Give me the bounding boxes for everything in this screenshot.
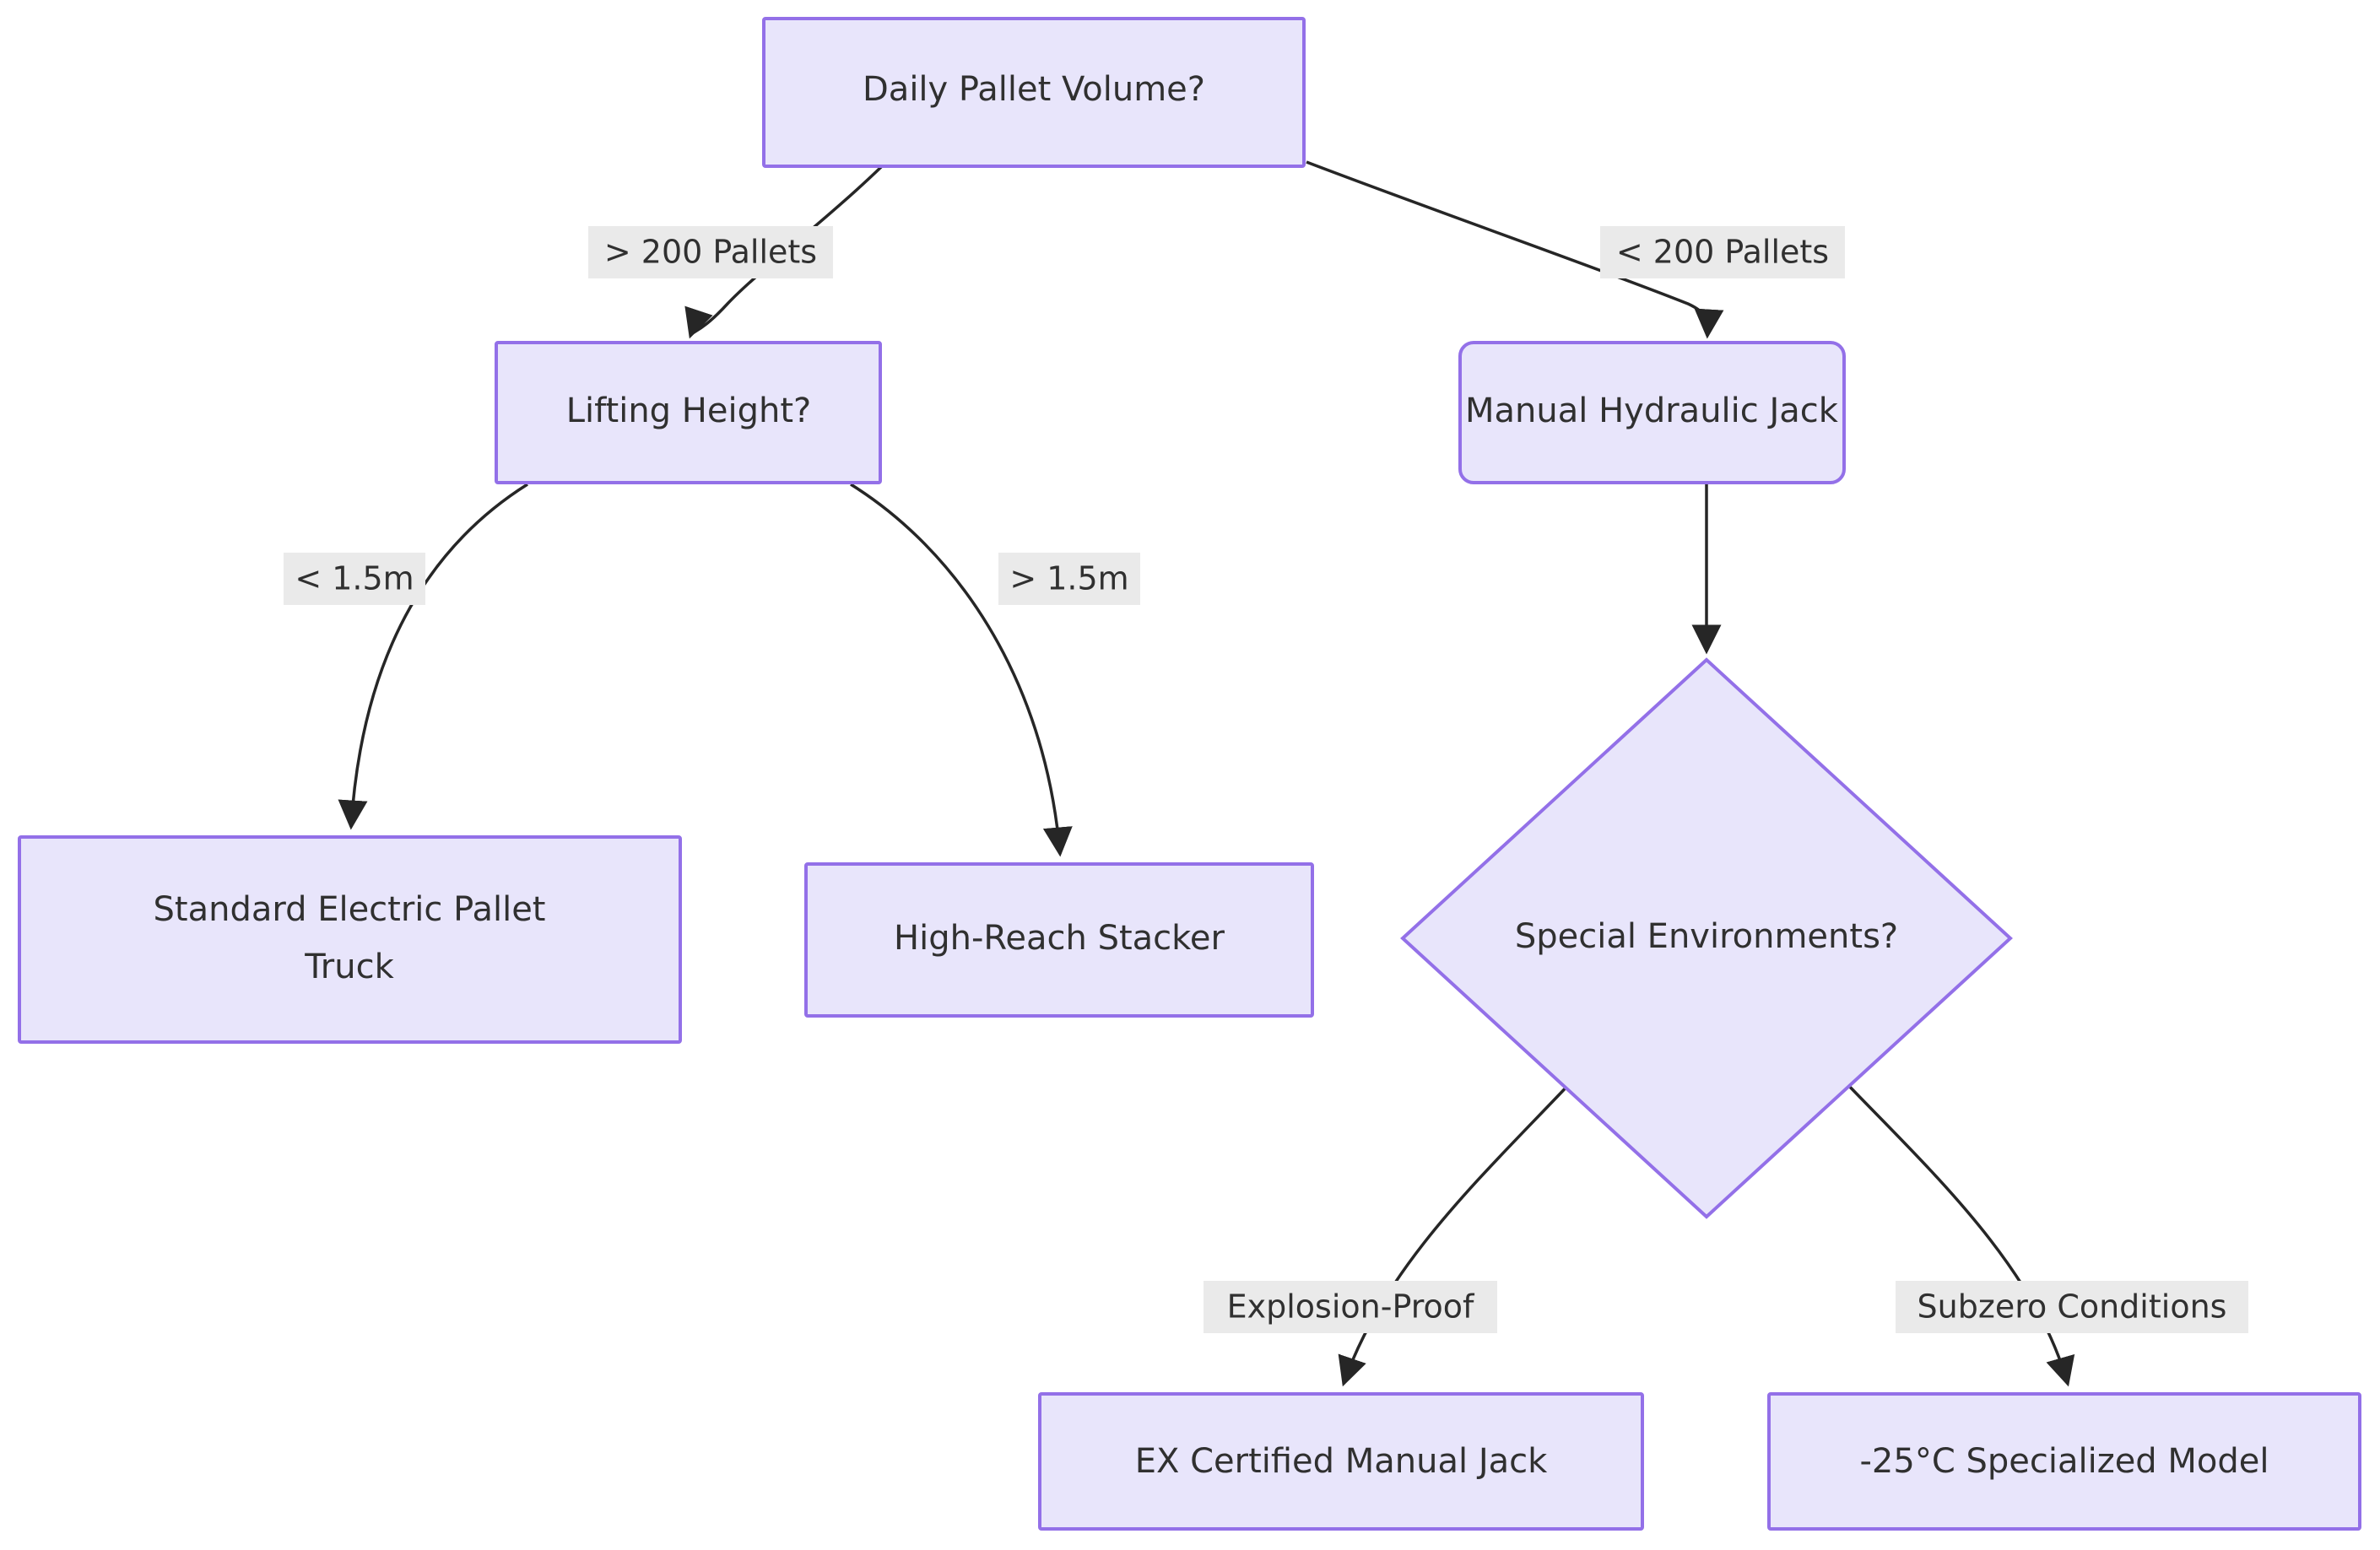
node-shape-rectangle[interactable] (18, 835, 682, 1044)
edge-lifting-to-standard-truck (338, 483, 528, 830)
node-label-line-1: Standard Electric Pallet (154, 890, 546, 929)
node-lifting-height[interactable]: Lifting Height? (495, 341, 882, 484)
edge-label-background (588, 226, 833, 278)
edge-label-background (1600, 226, 1845, 278)
node-high-reach-stacker[interactable]: High-Reach Stacker (804, 862, 1314, 1018)
node-label: -25°C Specialized Model (1859, 1442, 2269, 1481)
node-shape-rectangle[interactable] (495, 341, 882, 484)
node-manual-hydraulic-jack[interactable]: Manual Hydraulic Jack (1458, 341, 1846, 484)
node-label: High-Reach Stacker (894, 919, 1225, 958)
edge-label-text: > 1.5m (1009, 560, 1128, 597)
edge-label-text: < 1.5m (295, 560, 414, 597)
edge-label-explosion-proof: Explosion-Proof (1204, 1281, 1497, 1333)
edge-label-text: Explosion-Proof (1227, 1288, 1475, 1326)
edge-label-subzero-conditions: Subzero Conditions (1896, 1281, 2248, 1333)
edge-volume-to-lifting (684, 165, 884, 339)
edge-special-env-to-ex-jack (1338, 1080, 1573, 1387)
edges-layer (338, 160, 2075, 1387)
edge-lifting-to-stacker (850, 483, 1073, 857)
node-label: EX Certified Manual Jack (1135, 1442, 1548, 1481)
edge-label-lt-200-pallets: < 200 Pallets (1600, 226, 1845, 278)
edge-label-lt-1-5m: < 1.5m (284, 553, 425, 605)
node-shape-rectangle[interactable] (1038, 1392, 1644, 1531)
node-shape-rectangle[interactable] (1767, 1392, 2361, 1531)
nodes-layer: Daily Pallet Volume? Lifting Height? Man… (18, 17, 2361, 1531)
edge-label-background (998, 553, 1140, 605)
node-shape-rounded-rectangle[interactable] (1458, 341, 1846, 484)
node-label: Special Environments? (1515, 917, 1898, 956)
edge-label-background (284, 553, 425, 605)
edge-special-env-to-subzero (1843, 1080, 2075, 1387)
node-subzero-specialized-model[interactable]: -25°C Specialized Model (1767, 1392, 2361, 1531)
node-daily-pallet-volume[interactable]: Daily Pallet Volume? (762, 17, 1306, 168)
node-label: Manual Hydraulic Jack (1465, 392, 1839, 430)
node-label: Daily Pallet Volume? (863, 70, 1205, 109)
edge-label-text: < 200 Pallets (1616, 234, 1829, 271)
node-standard-electric-pallet-truck[interactable]: Standard Electric Pallet Truck (18, 835, 682, 1044)
edge-label-background (1204, 1281, 1497, 1333)
node-shape-rectangle[interactable] (762, 17, 1306, 168)
node-shape-diamond[interactable] (1400, 657, 2013, 1219)
node-special-environments[interactable]: Special Environments? (1400, 657, 2013, 1219)
node-ex-certified-manual-jack[interactable]: EX Certified Manual Jack (1038, 1392, 1644, 1531)
node-label: Lifting Height? (566, 392, 812, 430)
node-label-line-2: Truck (304, 948, 394, 986)
edge-label-text: Subzero Conditions (1918, 1288, 2227, 1326)
edge-label-gt-1-5m: > 1.5m (998, 553, 1140, 605)
edge-label-text: > 200 Pallets (604, 234, 817, 271)
edge-labels-layer: > 200 Pallets < 200 Pallets < 1.5m > 1.5… (284, 226, 2248, 1333)
edge-label-background (1896, 1281, 2248, 1333)
edge-label-gt-200-pallets: > 200 Pallets (588, 226, 833, 278)
node-shape-rectangle[interactable] (804, 862, 1314, 1018)
